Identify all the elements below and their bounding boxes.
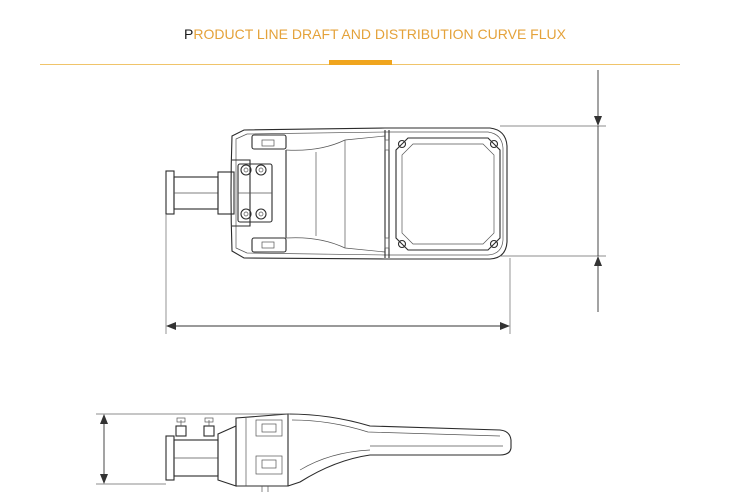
top-view-length-dimension — [165, 214, 511, 334]
side-view-height-dimension — [96, 413, 290, 485]
side-housing-outline — [287, 413, 512, 487]
section-title-text: RODUCT LINE DRAFT AND DISTRIBUTION CURVE… — [193, 26, 566, 42]
side-view-drawing — [165, 413, 512, 492]
top-view-height-dimension — [500, 70, 606, 312]
led-module-window — [395, 137, 501, 251]
section-title: PRODUCT LINE DRAFT AND DISTRIBUTION CURV… — [0, 26, 750, 42]
housing-outline — [230, 127, 508, 260]
section-title-initial: P — [184, 26, 194, 42]
top-view-drawing — [165, 127, 508, 260]
pole-spigot — [165, 170, 175, 215]
title-accent-bar — [329, 60, 392, 65]
